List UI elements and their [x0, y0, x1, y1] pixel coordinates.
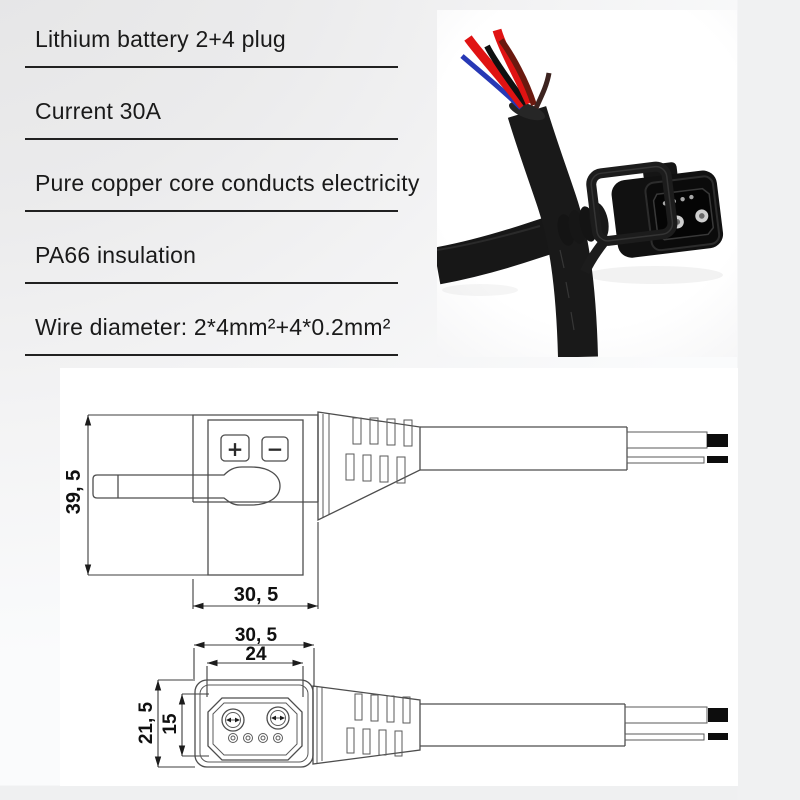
- dim-21-5: 21, 5: [136, 679, 195, 768]
- dim-label-30-5-front: 30, 5: [235, 625, 278, 646]
- feature-item-conductor: Pure copper core conducts electricity: [25, 140, 419, 212]
- connector-shadow: [587, 266, 723, 284]
- dim-24: 24: [206, 644, 304, 697]
- dim-label-21-5: 21, 5: [136, 701, 157, 744]
- wire-red-2: [492, 28, 535, 105]
- wire-black: [484, 44, 529, 106]
- wire-thin: [626, 456, 705, 464]
- cable-highlight: [437, 225, 541, 251]
- dim-label-30-5-side: 30, 5: [234, 584, 278, 606]
- wire-thick-tip: [707, 434, 728, 447]
- wire-red-1: [464, 35, 527, 109]
- dim-30-5-side: 30, 5: [192, 522, 319, 610]
- wire-thick: [626, 431, 708, 449]
- polarity-plus-box: [220, 434, 250, 462]
- feature-label: Lithium battery 2+4 plug: [35, 26, 286, 52]
- feature-label: Current 30A: [35, 98, 162, 124]
- housing-inner: [199, 684, 309, 763]
- latch-clip: [580, 161, 678, 275]
- polarity-minus-box: [261, 436, 289, 462]
- boot-vents: [345, 417, 413, 484]
- power-pin-2-center: [698, 213, 705, 219]
- signal-pin-3: [680, 196, 685, 202]
- dim-label-39-5: 39, 5: [63, 470, 85, 514]
- cable-print-marks: [559, 249, 575, 331]
- wire-thick-tip: [708, 708, 728, 722]
- cable-vertical: [507, 106, 598, 357]
- power-contact-1: [221, 708, 245, 732]
- latch-lever: [92, 466, 281, 506]
- wire-thick: [624, 706, 708, 724]
- wire-brown-short: [533, 72, 552, 110]
- face-octagon-inner: [212, 702, 298, 756]
- feature-item-insulation: PA66 insulation: [25, 212, 398, 284]
- plug-body-outer: [192, 414, 319, 502]
- front-view-drawing: 30, 5 24 21, 5: [136, 625, 728, 768]
- feature-label: Pure copper core conducts electricity: [35, 170, 420, 196]
- dim-39-5: 39, 5: [63, 414, 209, 576]
- wire-thin-tip: [708, 733, 728, 740]
- feature-label: PA66 insulation: [35, 242, 197, 268]
- dimension-drawing: 39, 5 + −: [63, 411, 728, 768]
- side-view-drawing: 39, 5 + −: [63, 411, 728, 610]
- signal-pins: [228, 733, 283, 743]
- cable-outline: [420, 426, 628, 471]
- power-contact-2: [266, 706, 290, 730]
- boot-vents: [346, 693, 411, 757]
- feature-item-current: Current 30A: [25, 68, 398, 140]
- feature-item-plug-type: Lithium battery 2+4 plug: [25, 0, 398, 68]
- cable-outline: [420, 703, 626, 747]
- dim-label-24: 24: [245, 644, 267, 665]
- technical-drawing: 39, 5 + −: [60, 368, 738, 786]
- signal-pin-4: [689, 194, 694, 200]
- wire-maroon: [498, 38, 537, 106]
- product-photo: [437, 10, 737, 357]
- dim-label-15: 15: [160, 713, 181, 735]
- cable-shadow: [442, 284, 518, 296]
- feature-item-wire-diameter: Wire diameter: 2*4mm²+4*0.2mm²: [25, 284, 398, 356]
- wire-thin: [624, 733, 705, 741]
- polarity-plus-mark: +: [227, 437, 244, 461]
- wire-thin-tip: [707, 456, 728, 463]
- boot-outline: [312, 685, 421, 765]
- face-octagon-outer: [207, 697, 303, 761]
- dim-30-5-front: 30, 5: [193, 625, 315, 687]
- dim-15: 15: [160, 693, 209, 757]
- photo-illustration: [437, 28, 724, 357]
- feature-label: Wire diameter: 2*4mm²+4*0.2mm²: [35, 314, 391, 340]
- polarity-minus-mark: −: [267, 437, 284, 461]
